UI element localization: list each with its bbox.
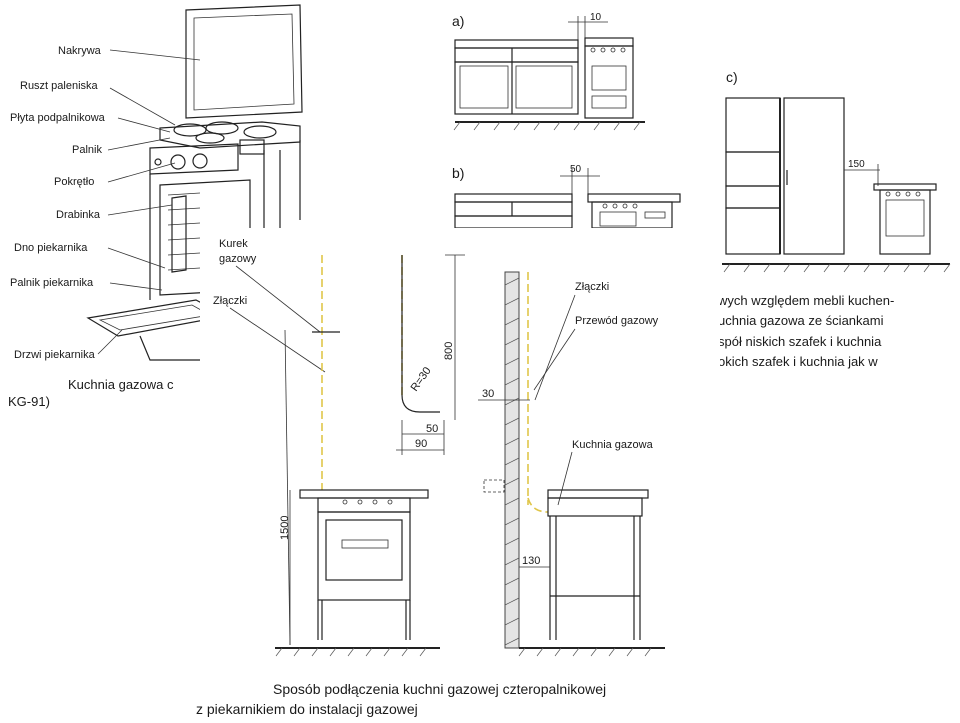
caption-line1: Sposób podłączenia kuchni gazowej cztero…: [273, 681, 606, 697]
label-drzwi: Drzwi piekarnika: [14, 349, 96, 361]
label-przewod: Przewód gazowy: [575, 315, 659, 327]
label-kurek-1: Kurek: [219, 238, 248, 250]
cabinet-description: wych względem mebli kuchen- uchnia gazow…: [717, 293, 894, 369]
dim-90: 90: [415, 438, 427, 450]
cabinet-text-line2: uchnia gazowa ze ściankami: [718, 313, 884, 328]
label-palnik: Palnik: [72, 144, 102, 156]
dim-800: 800: [443, 342, 455, 360]
install-left-view: Kurek gazowy Złączki 1500 800 R=30: [213, 238, 465, 657]
stove-caption: Kuchnia gazowa c: [68, 377, 174, 392]
dim-b-50: 50: [570, 164, 582, 175]
wall: [504, 271, 520, 649]
dim-30: 30: [482, 388, 494, 400]
label-kurek-2: gazowy: [219, 253, 257, 265]
cabinet-diagram-b: b) 50: [452, 164, 681, 229]
dim-c-150: 150: [848, 159, 865, 170]
install-panel: [200, 228, 720, 678]
knob-icon: [170, 154, 186, 170]
caption-line2: z piekarnikiem do instalacji gazowej: [196, 701, 418, 717]
label-c: c): [726, 69, 738, 85]
dim-130: 130: [522, 555, 540, 567]
cabinet-diagram-a: a) 10: [452, 12, 645, 131]
stove-parts-figure: Nakrywa Ruszt paleniska Płyta podpalniko…: [8, 4, 303, 409]
dim-a-10: 10: [590, 12, 602, 23]
label-b: b): [452, 165, 464, 181]
cabinet-text-line1: wych względem mebli kuchen-: [717, 293, 894, 308]
cabinet-text-line4: okich szafek i kuchnia jak w: [718, 354, 878, 369]
stove-control-panel: [149, 143, 239, 175]
cabinet-diagram-c: c) 150: [722, 69, 951, 273]
label-pokretlo: Pokrętło: [54, 176, 94, 188]
dim-1500: 1500: [279, 516, 291, 540]
dim-50: 50: [426, 423, 438, 435]
label-palnik-piekarnika: Palnik piekarnika: [10, 277, 94, 289]
label-a: a): [452, 13, 464, 29]
label-ruszt: Ruszt paleniska: [20, 80, 99, 92]
label-dno: Dno piekarnika: [14, 242, 88, 254]
label-zlaczki-left: Złączki: [213, 295, 247, 307]
stove-model: KG-91): [8, 394, 50, 409]
label-nakrywa: Nakrywa: [58, 45, 102, 57]
label-kuchnia: Kuchnia gazowa: [572, 439, 654, 451]
cabinet-text-line3: spół niskich szafek i kuchnia: [718, 334, 882, 349]
label-zlaczki-right: Złączki: [575, 281, 609, 293]
install-right-view: Złączki Przewód gazowy 30 Kuchnia gazowa…: [478, 271, 665, 657]
label-plyta: Płyta podpalnikowa: [10, 112, 106, 124]
stove-lid: [185, 4, 303, 119]
label-drabinka: Drabinka: [56, 209, 101, 221]
